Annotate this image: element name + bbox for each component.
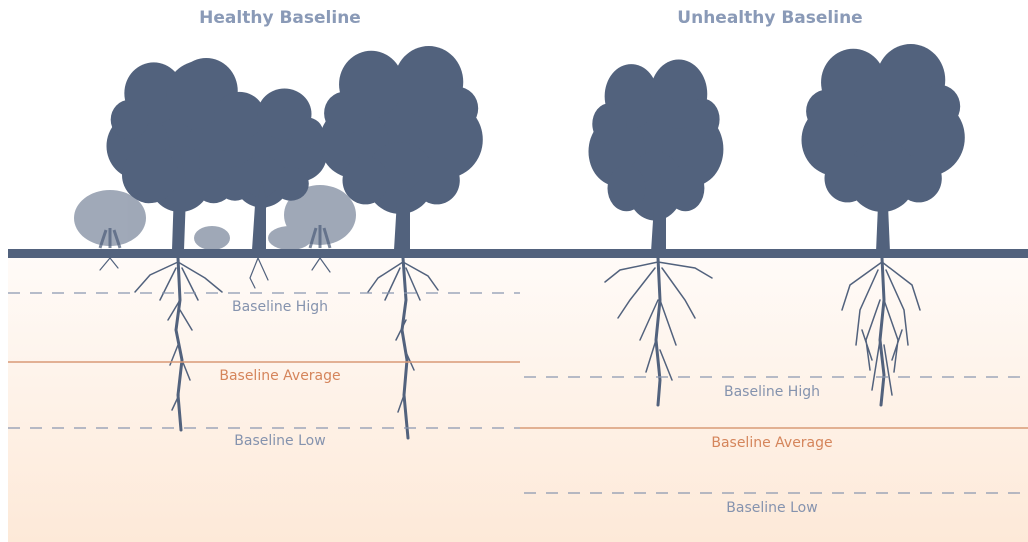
right-label-baseline-average: Baseline Average	[711, 435, 833, 451]
oak-tree-icon	[588, 59, 724, 252]
panel-title-healthy: Healthy Baseline	[199, 8, 361, 28]
left-label-baseline-average: Baseline Average	[219, 368, 341, 384]
healthy-panel	[74, 45, 483, 250]
shrub-icon	[74, 185, 356, 250]
oak-tree-icon	[199, 88, 327, 250]
oak-tree-icon	[319, 45, 483, 250]
ground-line	[8, 249, 1028, 258]
unhealthy-panel	[588, 43, 965, 252]
right-label-baseline-high: Baseline High	[724, 384, 820, 400]
left-label-baseline-low: Baseline Low	[234, 433, 326, 449]
left-label-baseline-high: Baseline High	[232, 299, 328, 315]
right-label-baseline-low: Baseline Low	[726, 500, 818, 516]
panel-title-unhealthy: Unhealthy Baseline	[677, 8, 863, 28]
oak-tree-icon	[801, 43, 965, 252]
